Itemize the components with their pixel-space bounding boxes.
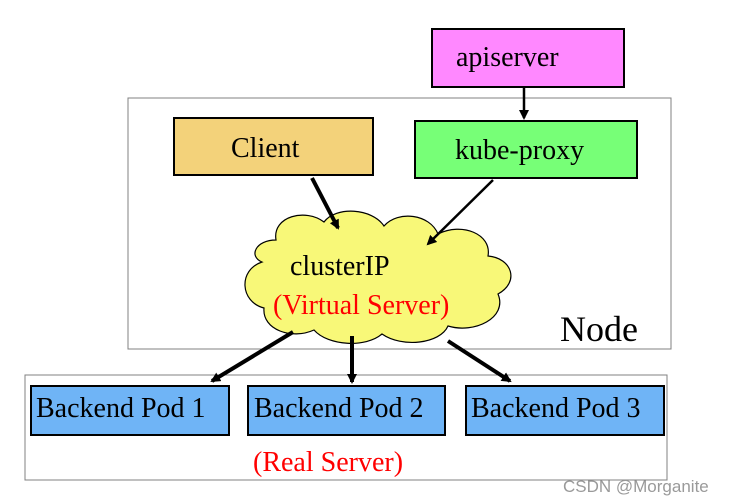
arrow-cluster-ip-to-pod-1 bbox=[210, 330, 295, 383]
backend-pod-1-label: Backend Pod 1 bbox=[36, 393, 206, 424]
apiserver-label: apiserver bbox=[456, 42, 559, 73]
watermark-text: CSDN @Morganite bbox=[563, 477, 709, 496]
backend-pod-1: Backend Pod 1 bbox=[30, 385, 230, 436]
arrow-cluster-ip-to-pod-3 bbox=[446, 339, 512, 383]
arrow-kube-proxy-to-cluster-ip bbox=[426, 179, 494, 246]
node-label: Node bbox=[560, 309, 638, 349]
kube-proxy-label: kube-proxy bbox=[455, 135, 584, 166]
backend-pod-2: Backend Pod 2 bbox=[247, 385, 446, 436]
cluster-ip-cloud: clusterIP (Virtual Server) bbox=[244, 210, 512, 344]
client-box: Client bbox=[173, 117, 374, 176]
client-label: Client bbox=[231, 133, 300, 164]
arrow-client-to-cluster-ip bbox=[310, 177, 340, 230]
backend-pod-2-label: Backend Pod 2 bbox=[254, 393, 424, 424]
virtual-server-label: (Virtual Server) bbox=[273, 290, 449, 321]
apiserver-box: apiserver bbox=[431, 28, 625, 88]
real-server-label: (Real Server) bbox=[253, 447, 403, 478]
backend-pod-3: Backend Pod 3 bbox=[465, 385, 665, 436]
kube-proxy-box: kube-proxy bbox=[414, 120, 638, 179]
backend-pod-3-label: Backend Pod 3 bbox=[471, 393, 641, 424]
cluster-ip-label: clusterIP bbox=[290, 251, 390, 282]
